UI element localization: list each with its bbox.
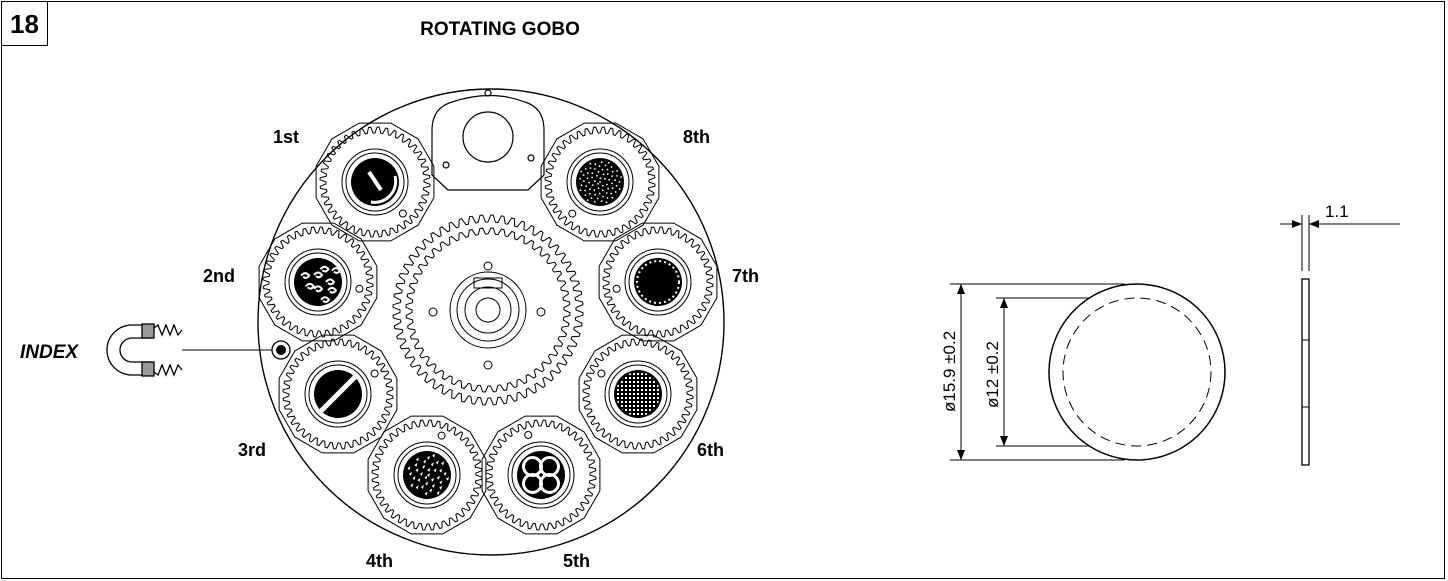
gobo-carrier-4th — [367, 415, 487, 535]
position-label-7th: 7th — [732, 266, 759, 286]
position-label-3rd: 3rd — [238, 440, 266, 460]
position-label-1st: 1st — [273, 127, 299, 147]
page-number: 18 — [2, 2, 48, 46]
gobo-carrier-7th — [598, 222, 718, 342]
index-magnet — [106, 323, 183, 377]
diagram-title: ROTATING GOBO — [420, 19, 580, 40]
position-label-2nd: 2nd — [203, 266, 235, 286]
gobo-disc-inner — [1062, 297, 1212, 447]
inner-diameter-label: ø12 ±0.2 — [983, 341, 1002, 408]
thickness-label: 1.1 — [1325, 202, 1349, 221]
index-label: INDEX — [20, 342, 79, 363]
outer-diameter-label: ø15.9 ±0.2 — [940, 331, 959, 412]
gobo-disc-outer — [1048, 283, 1226, 461]
top-plate — [431, 89, 545, 191]
gobo-carrier-2nd — [258, 222, 378, 342]
gobo-wheel — [257, 88, 725, 556]
gobo-5th — [517, 451, 565, 499]
gobo-carrier-8th — [540, 122, 660, 242]
gobo-disc-front-view — [950, 283, 1226, 461]
gobo-carrier-1st — [315, 122, 435, 242]
position-label-4th: 4th — [366, 551, 393, 571]
gobo-2nd — [294, 258, 342, 306]
center-gear — [392, 214, 584, 406]
position-label-8th: 8th — [683, 127, 710, 147]
gobo-carrier-6th — [578, 334, 698, 454]
position-label-5th: 5th — [563, 551, 590, 571]
gobo-7th — [634, 258, 682, 306]
index-hole-center — [276, 345, 286, 355]
gobo-disc-side-view — [1280, 215, 1400, 466]
gobo-carrier-5th — [481, 415, 601, 535]
gobo-carrier-3rd — [278, 334, 398, 454]
position-label-6th: 6th — [697, 440, 724, 460]
